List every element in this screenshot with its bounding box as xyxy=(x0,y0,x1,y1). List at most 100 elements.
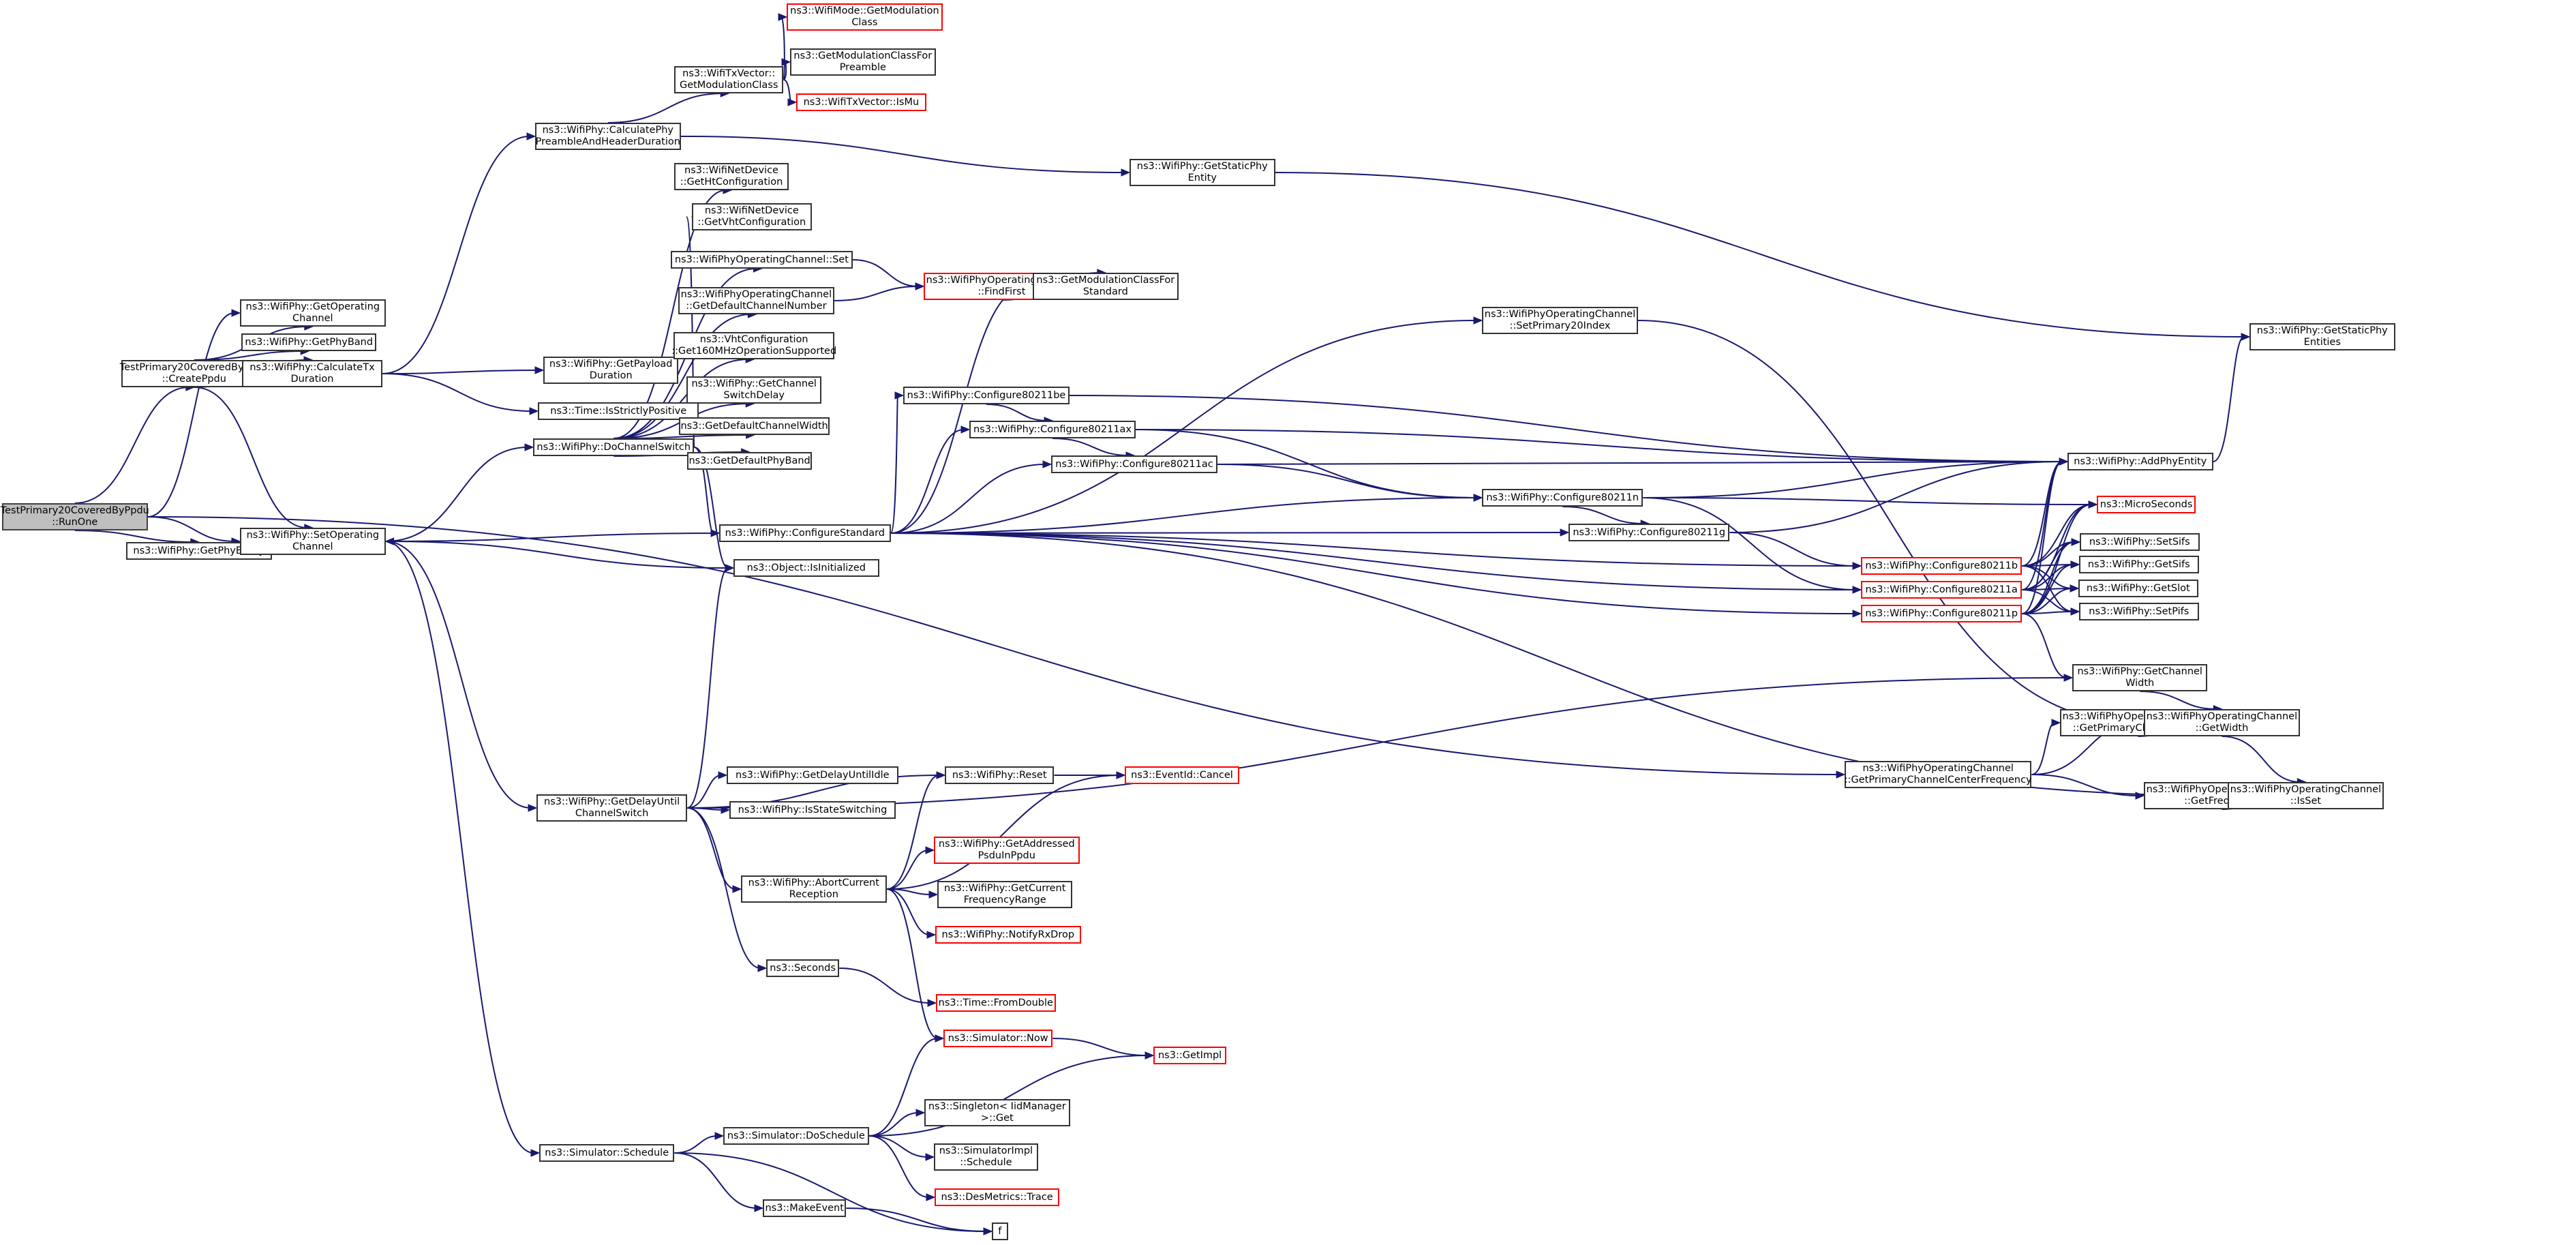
call-edge-cfgstd-to-cfgg xyxy=(890,532,1564,534)
graph-node-addphy[interactable]: ns3::WifiPhy::AddPhyEntity xyxy=(2067,453,2213,470)
graph-node-getvht[interactable]: ns3::WifiNetDevice ::GetVhtConfiguration xyxy=(692,203,812,230)
arrowhead-icon xyxy=(778,13,788,21)
arrowhead-icon xyxy=(757,964,768,972)
arrowhead-icon xyxy=(384,537,395,545)
graph-node-staticphyents[interactable]: ns3::WifiPhy::GetStaticPhy Entities xyxy=(2249,323,2395,350)
graph-node-micro[interactable]: ns3::MicroSeconds xyxy=(2097,496,2196,513)
graph-node-modclasspre[interactable]: ns3::GetModulationClassFor Preamble xyxy=(790,48,936,76)
graph-node-get160[interactable]: ns3::VhtConfiguration ::Get160MHzOperati… xyxy=(671,332,836,359)
graph-node-cfgg[interactable]: ns3::WifiPhy::Configure80211g xyxy=(1569,524,1730,541)
call-edge-cfgp-to-setsifs xyxy=(2022,541,2075,614)
graph-node-cfgbe[interactable]: ns3::WifiPhy::Configure80211be xyxy=(903,387,1070,404)
graph-node-makeevent[interactable]: ns3::MakeEvent xyxy=(763,1199,847,1217)
graph-node-chswdelay[interactable]: ns3::WifiPhy::GetChannel SwitchDelay xyxy=(686,376,822,404)
call-edge-runone-to-getopchan xyxy=(147,312,235,518)
graph-node-modemodclass[interactable]: ns3::WifiMode::GetModulation Class xyxy=(787,3,943,31)
graph-node-abort[interactable]: ns3::WifiPhy::AbortCurrent Reception xyxy=(741,875,887,903)
call-edge-calcpre-to-staticphy xyxy=(680,136,1125,173)
graph-node-addrpsdu[interactable]: ns3::WifiPhy::GetAddressed PsduInPpdu xyxy=(934,837,1080,864)
graph-node-primcfreq[interactable]: ns3::WifiPhyOperatingChannel ::GetPrimar… xyxy=(1845,761,2032,788)
graph-node-getchwidth[interactable]: ns3::WifiPhy::GetChannel Width xyxy=(2072,664,2208,691)
arrowhead-icon xyxy=(2070,584,2080,592)
graph-node-cfgb[interactable]: ns3::WifiPhy::Configure80211b xyxy=(1861,557,2022,575)
arrowhead-icon xyxy=(1042,460,1052,468)
call-edge-seconds-to-fromdouble xyxy=(839,967,931,1004)
graph-node-getphyband[interactable]: ns3::WifiPhy::GetPhyBand xyxy=(241,333,377,351)
graph-node-getslot[interactable]: ns3::WifiPhy::GetSlot xyxy=(2078,580,2198,597)
graph-node-desmetrics[interactable]: ns3::DesMetrics::Trace xyxy=(935,1188,1060,1206)
graph-node-strictpos[interactable]: ns3::Time::IsStrictlyPositive xyxy=(538,402,699,420)
graph-node-cfgac[interactable]: ns3::WifiPhy::Configure80211ac xyxy=(1051,455,1217,473)
graph-node-rxdrop[interactable]: ns3::WifiPhy::NotifyRxDrop xyxy=(935,926,1081,944)
graph-node-getpayload[interactable]: ns3::WifiPhy::GetPayload Duration xyxy=(543,357,679,384)
call-edge-txmodclass-to-ismu xyxy=(783,79,791,103)
graph-node-setpifs[interactable]: ns3::WifiPhy::SetPifs xyxy=(2079,603,2199,620)
graph-node-ismu[interactable]: ns3::WifiTxVector::IsMu xyxy=(796,93,926,111)
graph-node-modclassstd[interactable]: ns3::GetModulationClassFor Standard xyxy=(1033,273,1179,300)
graph-node-getwidth[interactable]: ns3::WifiPhyOperatingChannel ::GetWidth xyxy=(2144,709,2300,736)
graph-node-getdelay[interactable]: ns3::WifiPhy::GetDelayUntil ChannelSwitc… xyxy=(536,794,688,822)
graph-node-txmodclass[interactable]: ns3::WifiTxVector:: GetModulationClass xyxy=(674,66,784,93)
graph-node-cfgn[interactable]: ns3::WifiPhy::Configure80211n xyxy=(1482,489,1643,507)
graph-node-opchset[interactable]: ns3::WifiPhyOperatingChannel::Set xyxy=(671,251,853,269)
graph-node-schedule[interactable]: ns3::Simulator::Schedule xyxy=(539,1144,675,1162)
arrowhead-icon xyxy=(1852,586,1862,594)
arrowhead-icon xyxy=(936,771,946,779)
graph-node-isinit[interactable]: ns3::Object::IsInitialized xyxy=(733,559,879,577)
arrowhead-icon xyxy=(2070,560,2080,569)
graph-node-getopchan[interactable]: ns3::WifiPhy::GetOperating Channel xyxy=(240,299,386,327)
call-edge-cfgac-to-addphy xyxy=(1217,461,2063,465)
graph-node-delayidle[interactable]: ns3::WifiPhy::GetDelayUntilIdle xyxy=(727,766,898,784)
graph-node-cfgp[interactable]: ns3::WifiPhy::Configure80211p xyxy=(1861,605,2022,622)
graph-node-staticphy[interactable]: ns3::WifiPhy::GetStaticPhy Entity xyxy=(1130,159,1275,186)
graph-node-seconds[interactable]: ns3::Seconds xyxy=(766,959,840,977)
graph-node-cfgax[interactable]: ns3::WifiPhy::Configure80211ax xyxy=(969,421,1136,438)
graph-node-isset[interactable]: ns3::WifiPhyOperatingChannel ::IsSet xyxy=(2228,782,2384,809)
call-edge-cfgstd-to-cfgp xyxy=(890,532,1856,614)
graph-node-cancel[interactable]: ns3::EventId::Cancel xyxy=(1125,766,1239,784)
graph-node-cfga[interactable]: ns3::WifiPhy::Configure80211a xyxy=(1861,581,2022,599)
graph-node-singleton[interactable]: ns3::Singleton< IidManager >::Get xyxy=(924,1099,1070,1126)
call-edge-getwidth-to-isset xyxy=(2222,736,2301,783)
graph-node-getht[interactable]: ns3::WifiNetDevice ::GetHtConfiguration xyxy=(674,163,789,190)
call-edge-addphy-to-staticphyents xyxy=(2213,336,2245,462)
graph-node-setprim20[interactable]: ns3::WifiPhyOperatingChannel ::SetPrimar… xyxy=(1482,307,1638,334)
graph-node-setopchan[interactable]: ns3::WifiPhy::SetOperating Channel xyxy=(240,528,386,555)
graph-node-fromdouble[interactable]: ns3::Time::FromDouble xyxy=(936,994,1056,1012)
arrowhead-icon xyxy=(915,1109,926,1117)
graph-node-curfreq[interactable]: ns3::WifiPhy::GetCurrent FrequencyRange xyxy=(937,881,1073,908)
arrowhead-icon xyxy=(894,391,905,400)
graph-node-simnow[interactable]: ns3::Simulator::Now xyxy=(943,1030,1053,1047)
graph-node-reset[interactable]: ns3::WifiPhy::Reset xyxy=(945,766,1055,784)
graph-node-defchnum[interactable]: ns3::WifiPhyOperatingChannel ::GetDefaul… xyxy=(678,287,834,314)
graph-node-f[interactable]: f xyxy=(992,1222,1008,1240)
graph-node-isswitching[interactable]: ns3::WifiPhy::IsStateSwitching xyxy=(729,801,896,819)
graph-node-simimplsched[interactable]: ns3::SimulatorImpl ::Schedule xyxy=(934,1143,1038,1171)
call-edge-cfgax-to-addphy xyxy=(1135,429,2063,462)
graph-node-calctx[interactable]: ns3::WifiPhy::CalculateTx Duration xyxy=(242,360,382,387)
graph-node-setsifs[interactable]: ns3::WifiPhy::SetSifs xyxy=(2080,533,2200,551)
graph-node-cfgstd[interactable]: ns3::WifiPhy::ConfigureStandard xyxy=(719,524,891,542)
graph-node-getsifs[interactable]: ns3::WifiPhy::GetSifs xyxy=(2079,556,2199,573)
graph-node-defchwidth[interactable]: ns3::GetDefaultChannelWidth xyxy=(679,417,830,435)
call-edge-dosched-to-simimplsched xyxy=(868,1135,929,1158)
arrowhead-icon xyxy=(915,282,925,290)
graph-node-dochsw[interactable]: ns3::WifiPhy::DoChannelSwitch xyxy=(533,438,695,456)
graph-node-defphyband[interactable]: ns3::GetDefaultPhyBand xyxy=(687,452,813,470)
call-edge-simnow-to-getimpl xyxy=(1052,1038,1149,1056)
graph-node-calcpre[interactable]: ns3::WifiPhy::CalculatePhy PreambleAndHe… xyxy=(535,123,681,150)
call-edge-setopchan-to-getdelay xyxy=(385,541,532,809)
graph-node-getimpl[interactable]: ns3::GetImpl xyxy=(1153,1047,1227,1064)
arrowhead-icon xyxy=(2070,608,2080,616)
call-edge-runone-to-getphyentity xyxy=(74,530,194,543)
call-edge-cfgac-to-cfgn xyxy=(1217,464,1477,498)
call-edge-schedule-to-f xyxy=(674,1152,987,1232)
call-edge-cfgp-to-addphy xyxy=(2022,461,2063,614)
call-edge-calcpre-to-txmodclass xyxy=(607,93,724,123)
call-edge-abort-to-reset xyxy=(886,775,940,890)
graph-node-dosched[interactable]: ns3::Simulator::DoSchedule xyxy=(723,1127,869,1145)
call-edge-cfgstd-to-cfga xyxy=(890,532,1856,590)
arrowhead-icon xyxy=(925,1153,935,1161)
arrowhead-icon xyxy=(935,1034,945,1042)
